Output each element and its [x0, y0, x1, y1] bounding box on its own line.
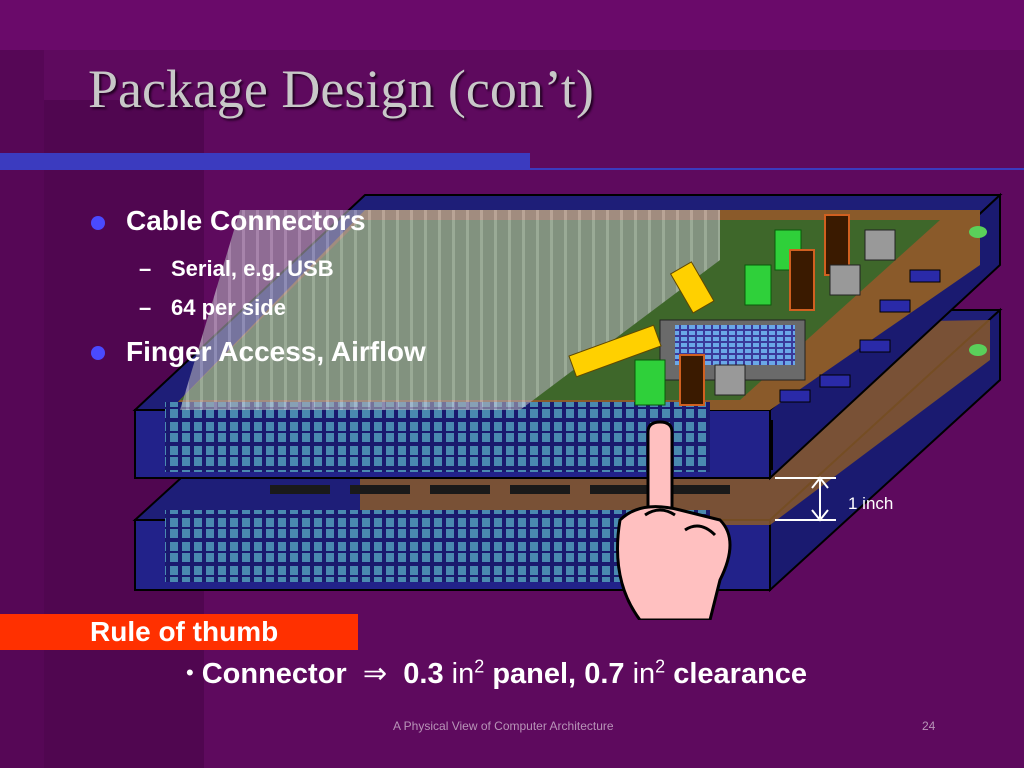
- background-top-band: [0, 0, 1024, 50]
- dimension-marker: [775, 476, 836, 522]
- clearance-value: 0.7: [584, 658, 625, 690]
- sub-bullet-serial: Serial, e.g. USB: [171, 256, 334, 281]
- title-accent-bar: [0, 153, 530, 170]
- dash: –: [139, 256, 152, 281]
- connector-lead: Connector: [201, 658, 347, 690]
- dash: –: [139, 295, 152, 320]
- connector-rule: •Connector ⇒ 0.3 in2 panel, 0.7 in2 clea…: [186, 656, 807, 691]
- bullet-cable-connectors: Cable Connectors: [126, 205, 366, 236]
- implies-arrow: ⇒: [362, 658, 388, 690]
- sub-bullet-64-per-side: 64 per side: [171, 295, 286, 320]
- bullet-dot: [91, 216, 105, 230]
- panel-value: 0.3: [403, 658, 444, 690]
- bullet-finger-access: Finger Access, Airflow: [126, 336, 426, 367]
- title-accent-line: [530, 168, 1024, 170]
- package-illustration: [132, 192, 1003, 620]
- pointing-finger: [616, 420, 732, 620]
- panel-text: panel,: [492, 658, 577, 690]
- page-number: 24: [922, 719, 936, 733]
- rule-of-thumb-box: [0, 614, 358, 650]
- upper-board-layer: [132, 192, 1003, 481]
- rule-of-thumb-label: Rule of thumb: [90, 616, 279, 647]
- panel-unit: in: [451, 658, 475, 690]
- clearance-text: clearance: [673, 658, 808, 690]
- dimension-label: 1 inch: [848, 494, 894, 513]
- footer-text: A Physical View of Computer Architecture: [393, 719, 614, 733]
- slide-title: Package Design (con’t): [88, 59, 594, 119]
- bullet-dot: [91, 346, 105, 360]
- bullet-dot: •: [186, 660, 194, 685]
- clearance-unit: in: [632, 658, 656, 690]
- panel-exponent: 2: [474, 656, 485, 677]
- clearance-exponent: 2: [655, 656, 666, 677]
